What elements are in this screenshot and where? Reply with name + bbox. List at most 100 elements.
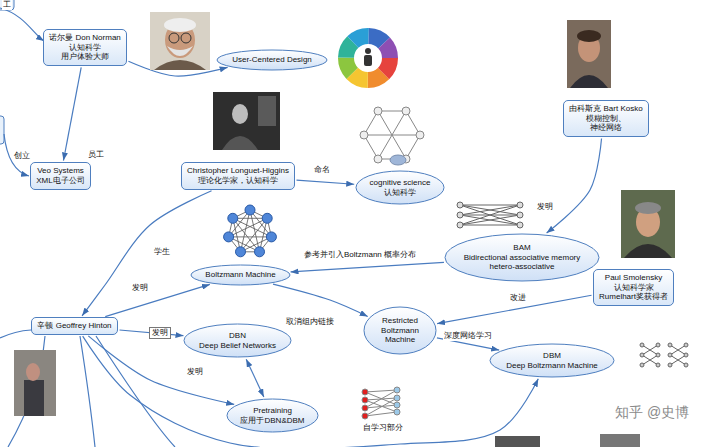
rbm-figure: [394, 387, 400, 393]
dbm-figure: [640, 343, 644, 347]
portrait-photo: [14, 350, 56, 416]
fragment-text: 工: [2, 0, 12, 10]
dbm-figure: [656, 343, 660, 347]
node-title: Veo Systems: [37, 166, 84, 176]
ellipse-outline: [490, 344, 614, 377]
bam-network-figure: [460, 215, 520, 225]
hexagon-figure: [378, 111, 406, 159]
rbm-figure: [365, 412, 397, 416]
connector: [63, 67, 81, 160]
concept-ellipse: cognitive science认知科学: [355, 170, 445, 205]
bam-network-figure: [457, 222, 463, 228]
model-ellipse: Boltzmann Machine: [190, 264, 291, 286]
portrait-photo: [621, 190, 675, 258]
node-note: 认知科学: [69, 43, 101, 53]
dbm-figure: [670, 355, 686, 365]
bam-network-figure: [460, 205, 520, 215]
node-note: Bidirectional associative memory: [464, 253, 581, 263]
offpage-connector: [0, 330, 31, 338]
connector: [246, 359, 264, 397]
dbm-figure: [670, 355, 686, 365]
hexagon-figure: [402, 107, 410, 115]
node-title: Restricted Boltzmann Machine: [376, 316, 424, 345]
dbm-figure: [642, 355, 658, 365]
portrait-photo: [14, 350, 56, 416]
method-ellipse: Pretraining应用于DBN&DBM: [226, 398, 319, 433]
node-note: 认知科学: [384, 188, 416, 198]
person-box: Paul Smolensky认知科学家Rumelhart奖获得者: [593, 269, 674, 306]
node-note: 用户体验大师: [61, 52, 109, 62]
node-title: BAM: [513, 243, 530, 253]
node-title: Paul Smolensky: [605, 273, 662, 283]
connector: [105, 284, 210, 316]
ucd-color-wheel: [346, 36, 390, 80]
bam-network-figure: [517, 202, 523, 208]
dbm-figure: [642, 345, 658, 355]
node-note: 神经网络: [590, 123, 622, 133]
dbm-figure: [668, 353, 672, 357]
connector: [296, 180, 354, 184]
partial-photo: [600, 434, 640, 447]
dbm-figure: [640, 343, 688, 367]
rbm-figure: [362, 397, 368, 403]
node-title: 辛顿 Geoffrey Hinton: [37, 321, 111, 331]
ucd-color-wheel: [355, 45, 381, 71]
portrait-photo: [567, 20, 611, 88]
portrait-photo: [150, 12, 210, 70]
portrait-photo: [577, 30, 601, 42]
rbm-figure: [365, 398, 397, 416]
node-title: Christopher Longuet-Higgins: [187, 166, 289, 176]
portrait-photo: [169, 33, 179, 43]
rbm-figure: [362, 389, 368, 395]
edge-label: 学生: [153, 247, 171, 257]
rbm-figure: [362, 405, 368, 411]
rbm-figure: [362, 413, 368, 419]
boltzmann-network-figure: [255, 247, 265, 257]
ucd-color-wheel: [346, 36, 390, 80]
edge-label: 创立: [13, 151, 31, 161]
ellipse-outline: [356, 171, 444, 204]
edge-label: 命名: [313, 165, 331, 175]
portrait-photo: [213, 92, 280, 150]
person-box: 由科斯克 Bart Kosko模糊控制、神经网络: [563, 100, 649, 137]
dbm-figure: [668, 363, 672, 367]
boltzmann-network-figure: [236, 247, 246, 257]
node-note: Rumelhart奖获得者: [599, 292, 668, 302]
hexagon-figure: [364, 111, 420, 159]
node-note: Deep Belief Networks: [199, 341, 276, 351]
boltzmann-network-figure: [245, 205, 255, 215]
ellipse-outline: [227, 399, 318, 432]
bam-network-figure: [457, 202, 463, 208]
hexagon-figure: [374, 107, 382, 115]
rbm-figure: [394, 409, 400, 415]
dbm-figure: [656, 363, 660, 367]
bam-network-figure: [460, 205, 520, 206]
bam-network-figure: [517, 212, 523, 218]
person-box: 辛顿 Geoffrey Hinton: [31, 317, 118, 335]
boltzmann-network-figure: [224, 205, 277, 257]
boltzmann-network-figure: [228, 213, 238, 223]
ellipse-outline: [191, 265, 290, 285]
edge-label: 发明: [536, 202, 554, 212]
connector: [82, 191, 211, 316]
hexagon-figure: [360, 107, 424, 165]
edge-label: 改进: [509, 293, 527, 303]
dbm-figure: [656, 353, 660, 357]
hexagon-figure: [416, 131, 424, 139]
bam-network-figure: [460, 205, 520, 215]
portrait-photo: [567, 20, 611, 88]
person-box: 诺尔曼 Don Norman认知科学用户体验大师: [43, 29, 127, 66]
portrait-photo: [24, 380, 44, 416]
partial-box: [0, 0, 14, 10]
boltzmann-network-figure: [229, 210, 272, 252]
hexagon-figure: [390, 155, 406, 165]
partial-box: [0, 116, 4, 144]
portrait-photo: [570, 75, 608, 88]
dbm-figure: [640, 353, 644, 357]
portrait-photo: [232, 104, 248, 124]
partial-box: [0, 0, 14, 144]
model-ellipse: DBMDeep Boltzmann Machine: [489, 343, 615, 378]
connector: [83, 336, 539, 447]
ucd-color-wheel: [346, 36, 390, 80]
model-ellipse: Restricted Boltzmann Machine: [363, 306, 437, 355]
